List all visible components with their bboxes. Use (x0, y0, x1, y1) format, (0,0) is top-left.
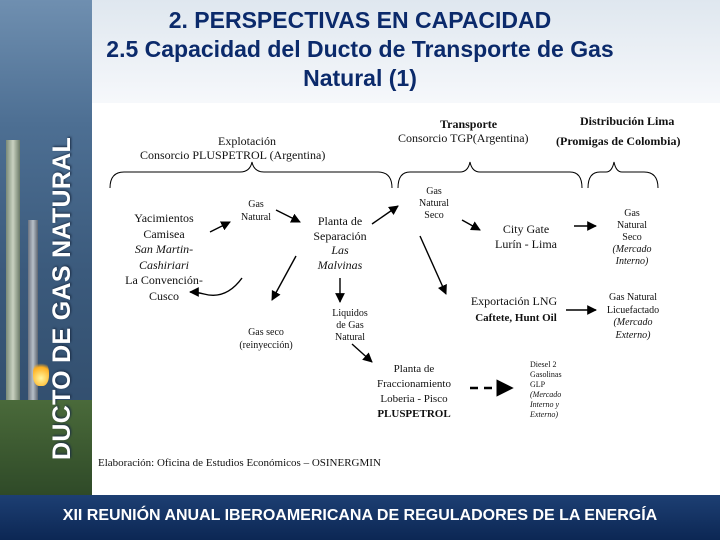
arrow-reinjection (189, 277, 243, 297)
arrow-seco-to-lng (419, 235, 447, 295)
arrow-planta-to-seco (371, 205, 399, 225)
node-productos: Diesel 2 Gasolinas GLP (Mercado Interno … (530, 360, 562, 419)
node-caftete: Caftete, Hunt Oil (475, 312, 557, 324)
transporte-title: Transporte (440, 117, 498, 131)
transporte-bracket (397, 161, 583, 189)
source-note: Elaboración: Oficina de Estudios Económi… (98, 457, 381, 469)
distribucion-company: (Promigas de Colombia) (556, 134, 681, 148)
explotacion-bracket (109, 161, 393, 189)
node-yacimientos: Yacimientos Camisea San Martin- Cashiria… (125, 211, 203, 303)
node-mercado-externo: Gas Natural Licuefactado (Mercado Extern… (606, 292, 660, 341)
arrow-gas-to-planta (275, 209, 301, 223)
landscape-image (0, 400, 92, 495)
header-background (92, 0, 720, 103)
distribucion-title: Distribución Lima (580, 114, 675, 128)
arrow-liquidos-to-fraccionamiento (351, 343, 373, 363)
node-gas-natural: Gas Natural (241, 199, 271, 223)
title-line-3: Natural (1) (303, 65, 417, 91)
node-gas-natural-seco: Gas Natural Seco (419, 186, 449, 221)
explotacion-company: Consorcio PLUSPETROL (Argentina) (140, 148, 326, 162)
explotacion-title: Explotación (218, 134, 276, 148)
node-planta-fraccionamiento: Planta de Fraccionamiento Loberia - Pisc… (377, 363, 451, 420)
page-title: 2. PERSPECTIVAS EN CAPACIDAD 2.5 Capacid… (0, 6, 720, 93)
node-planta-separacion: Planta de Separación Las Malvinas (313, 214, 367, 272)
node-exportacion-lng: Exportación LNG (470, 294, 558, 308)
sidebar-banner (0, 0, 92, 495)
arrow-planta-to-gasseco (271, 255, 297, 301)
pipeline-image-2 (28, 220, 38, 495)
arrow-yac-to-gas (209, 221, 231, 233)
node-liquidos: Liquidos de Gas Natural (332, 308, 368, 343)
flame-icon (33, 360, 49, 386)
title-line-2: 2.5 Capacidad del Ducto de Transporte de… (106, 36, 614, 62)
footer-text: XII REUNIÓN ANUAL IBEROAMERICANA DE REGU… (62, 507, 658, 524)
node-gas-seco-reinyeccion: Gas seco (reinyección) (239, 327, 293, 351)
title-line-1: 2. PERSPECTIVAS EN CAPACIDAD (168, 7, 552, 33)
node-mercado-interno: Gas Natural Seco (Mercado Interno) (612, 208, 652, 267)
footer-bar: XII REUNIÓN ANUAL IBEROAMERICANA DE REGU… (0, 495, 720, 540)
node-city-gate: City Gate Lurín - Lima (495, 222, 557, 251)
distribucion-bracket (587, 161, 659, 189)
arrow-seco-to-citygate (461, 219, 481, 231)
transporte-company: Consorcio TGP(Argentina) (398, 131, 529, 145)
